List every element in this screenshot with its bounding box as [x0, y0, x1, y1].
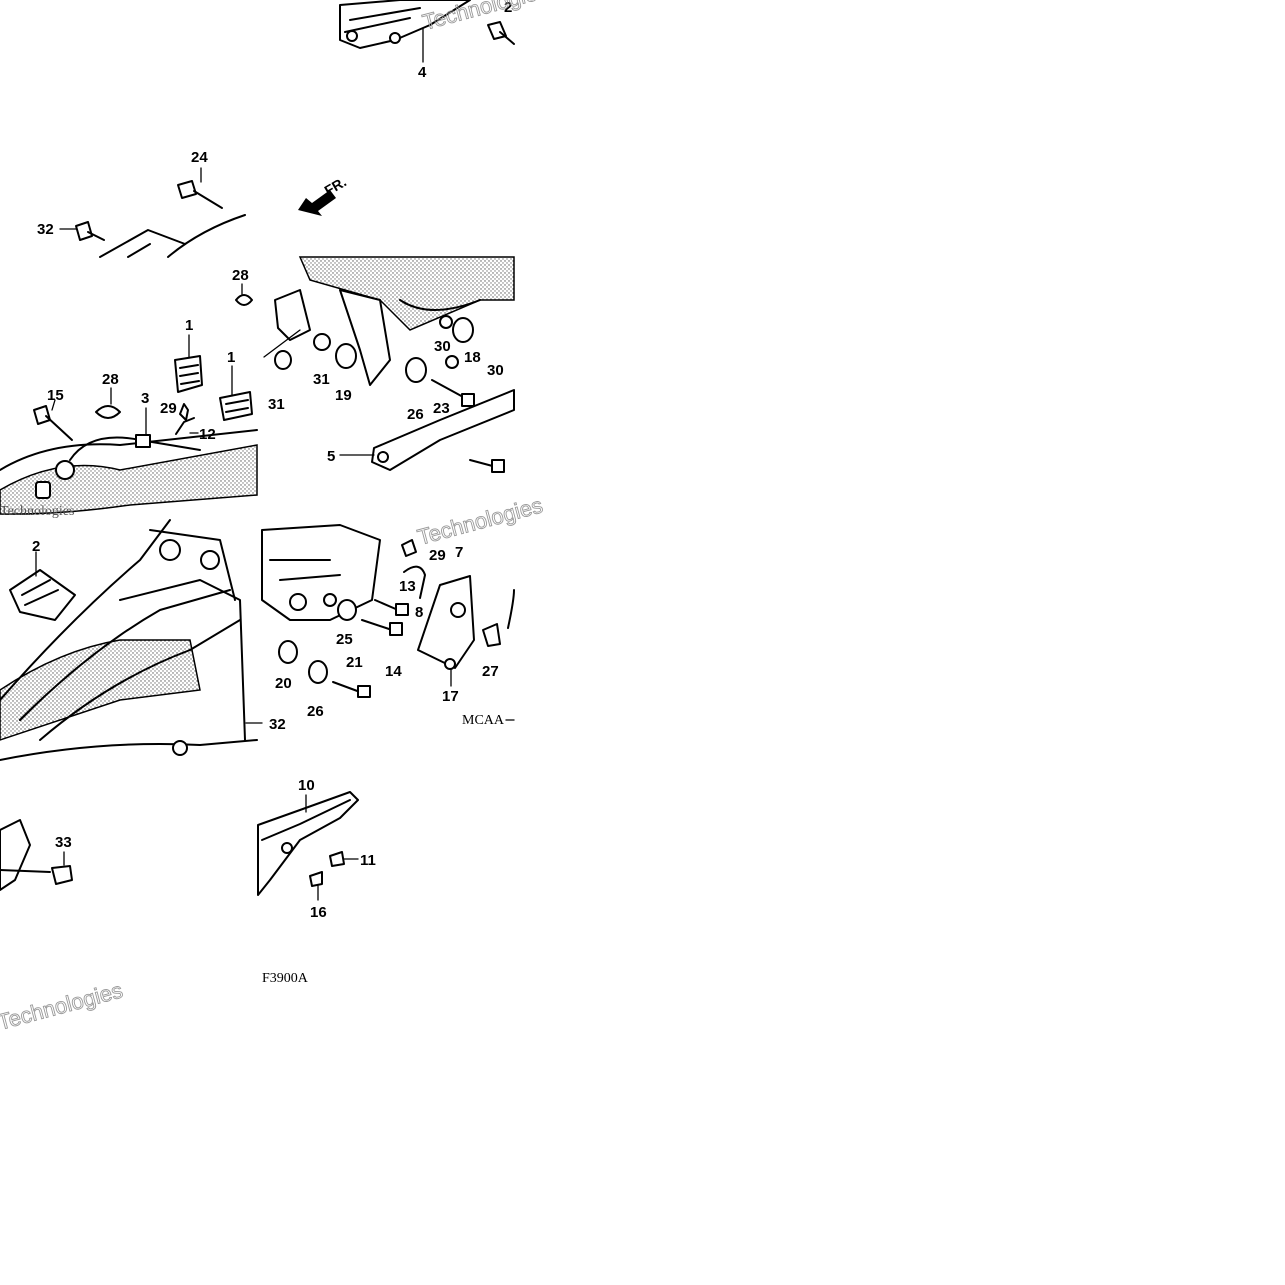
- callout-14: 14: [385, 663, 402, 680]
- callout-26-upper: 26: [407, 406, 424, 423]
- callout-labels: 4 2 24 32 28 1 1 28 15 3 29 12 30 18 30 …: [32, 0, 512, 921]
- callout-21: 21: [346, 654, 363, 671]
- callout-30-lower: 30: [487, 362, 504, 379]
- watermark-2: Technologies: [415, 492, 546, 549]
- callout-18: 18: [464, 349, 481, 366]
- callout-26-lower: 26: [307, 703, 324, 720]
- callout-17: 17: [442, 688, 459, 705]
- tile-lower-center: [261, 524, 515, 698]
- figure-code: F3900A: [262, 971, 309, 986]
- callout-31-center: 31: [313, 371, 330, 388]
- tile-bottom-left: [0, 819, 73, 891]
- mcaa-code: MCAA: [462, 713, 505, 728]
- callout-32-top: 32: [37, 221, 54, 238]
- tile-upper-left: [59, 167, 246, 258]
- callout-31-left: 31: [268, 396, 285, 413]
- callout-16: 16: [310, 904, 327, 921]
- front-direction-arrow: [298, 190, 336, 216]
- callout-24: 24: [191, 149, 208, 166]
- callout-1-left: 1: [185, 317, 193, 334]
- tile-middle-left: [0, 283, 258, 515]
- callout-4: 4: [418, 64, 427, 81]
- tile-middle-center: [263, 256, 515, 473]
- callout-1-right: 1: [227, 349, 235, 366]
- callout-28-mid: 28: [102, 371, 119, 388]
- callout-23: 23: [433, 400, 450, 417]
- callout-25: 25: [336, 631, 353, 648]
- callout-29-mid: 29: [160, 400, 177, 417]
- watermark-1: Technologies: [420, 0, 551, 35]
- callout-3: 3: [141, 390, 149, 407]
- callout-7: 7: [455, 544, 463, 561]
- callout-30-upper: 30: [434, 338, 451, 355]
- callout-20: 20: [275, 675, 292, 692]
- tile-lower-left-frame: [0, 519, 263, 761]
- callout-15: 15: [47, 387, 64, 404]
- callout-2-top: 2: [504, 0, 512, 16]
- callout-19: 19: [335, 387, 352, 404]
- callout-12: 12: [199, 426, 216, 443]
- callout-29-lower: 29: [429, 547, 446, 564]
- callout-13: 13: [399, 578, 416, 595]
- callout-10: 10: [298, 777, 315, 794]
- watermark-3: Technologies: [0, 977, 125, 1034]
- callout-27: 27: [482, 663, 499, 680]
- callout-2-lower: 2: [32, 538, 40, 555]
- callout-33: 33: [55, 834, 72, 851]
- callout-28-top: 28: [232, 267, 249, 284]
- watermark-4: Technologies: [0, 504, 74, 519]
- tile-top-bracket: [339, 0, 515, 63]
- callout-32-lower: 32: [269, 716, 286, 733]
- watermarks: Technologies Technologies Technologies T…: [0, 0, 551, 1035]
- callout-11: 11: [360, 852, 376, 869]
- callout-5: 5: [327, 448, 335, 465]
- callout-8: 8: [415, 604, 423, 621]
- tile-bottom-center: [257, 791, 359, 901]
